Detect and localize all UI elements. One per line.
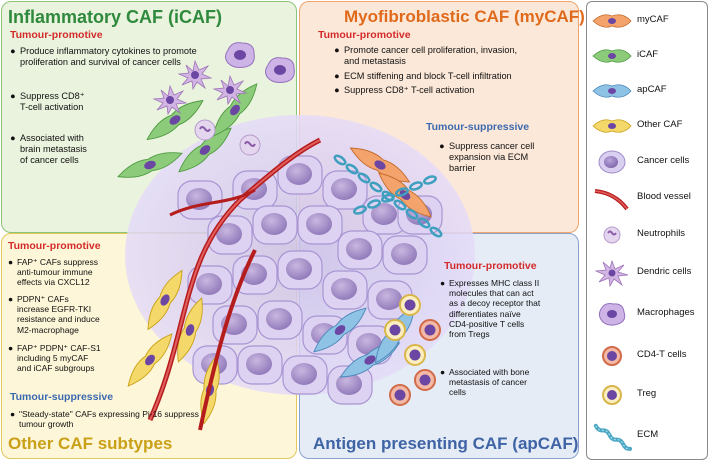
legend-item-apcaf: apCAF: [587, 76, 707, 106]
icaf-bullet-1: ●Produce inflammatory cytokines to promo…: [10, 46, 197, 67]
mycaf-bullet-2: ●ECM stiffening and block T-cell infiltr…: [334, 71, 512, 81]
dendritic-cell-icon: [594, 259, 629, 288]
bullet-dot: ●: [439, 141, 445, 151]
cd4-t-cell-icon: [602, 346, 622, 366]
ecm-fiber-icon: [593, 423, 633, 451]
bullet-dot: ●: [10, 91, 16, 101]
mycaf-title: Myofibroblastic CAF (myCAF): [344, 7, 585, 26]
bullet-dot: ●: [10, 409, 16, 419]
apcaf-promotive-heading: Tumour-promotive: [444, 260, 537, 272]
apcaf-bullet-2: ●Associated with bone metastasis of canc…: [440, 367, 530, 398]
blood-vessel-icon: [594, 189, 629, 211]
bullet-dot: ●: [8, 343, 14, 353]
other-caf-spindle-icon: [592, 119, 632, 133]
bullet-dot: ●: [440, 367, 446, 377]
legend-item-dendritic-cells: Dendric cells: [587, 258, 707, 288]
icaf-spindle-icon: [592, 49, 632, 63]
macrophage-icon: [598, 303, 626, 326]
mycaf-suppressive-heading: Tumour-suppressive: [426, 121, 530, 133]
neutrophil-icon: [603, 226, 621, 244]
other-promotive-heading: Tumour-promotive: [8, 240, 101, 252]
bullet-dot: ●: [440, 278, 446, 288]
apcaf-spindle-icon: [592, 84, 632, 98]
legend-item-blood-vessel: Blood vessel: [587, 183, 707, 213]
other-bullet-2: ●PDPN⁺ CAFs increase EGFR-TKI resistance…: [8, 294, 100, 335]
icaf-bullet-2: ●Suppress CD8⁺ T-cell activation: [10, 91, 85, 112]
legend-item-ecm: ECM: [587, 421, 707, 451]
legend: myCAF iCAF apCAF Other CAF Cancer cells: [586, 1, 708, 460]
mycaf-bullet-3: ●Suppress CD8⁺ T-cell activation: [334, 85, 475, 95]
bullet-dot: ●: [334, 45, 340, 55]
other-suppressive-bullet-1: ●"Steady-state" CAFs expressing Pi-16 su…: [10, 409, 199, 430]
bullet-dot: ●: [10, 133, 16, 143]
icaf-bullet-3: ●Associated with brain metastasis of can…: [10, 133, 87, 165]
cancer-cell-icon: [598, 150, 626, 174]
mycaf-promotive-heading: Tumour-promotive: [318, 29, 411, 41]
icaf-title: Inflammatory CAF (iCAF): [8, 7, 223, 27]
legend-item-macrophages: Macrophages: [587, 299, 707, 329]
icaf-promotive-heading: Tumour-promotive: [10, 29, 103, 41]
legend-item-icaf: iCAF: [587, 41, 707, 71]
mycaf-suppressive-bullet-1: ●Suppress cancer cell expansion via ECM …: [439, 141, 535, 173]
apcaf-bullet-1: ●Expresses MHC class II molecules that c…: [440, 278, 541, 340]
bullet-dot: ●: [8, 257, 14, 267]
legend-item-neutrophils: Neutrophils: [587, 220, 707, 250]
other-bullet-1: ●FAP⁺ CAFs suppress anti-tumour immune e…: [8, 257, 99, 288]
bullet-dot: ●: [10, 46, 16, 56]
apcaf-panel: [299, 233, 579, 459]
legend-item-other-caf: Other CAF: [587, 111, 707, 141]
legend-item-treg: Treg: [587, 380, 707, 410]
mycaf-bullet-1: ●Promote cancer cell proliferation, inva…: [334, 45, 518, 66]
bullet-dot: ●: [8, 294, 14, 304]
bullet-dot: ●: [334, 71, 340, 81]
legend-item-cd4-t-cells: CD4-T cells: [587, 341, 707, 371]
treg-icon: [602, 385, 622, 405]
other-bullet-3: ●FAP⁺ PDPN⁺ CAF-S1 including 5 myCAF and…: [8, 343, 101, 374]
other-suppressive-heading: Tumour-suppressive: [10, 391, 114, 403]
apcaf-title: Antigen presenting CAF (apCAF): [313, 434, 579, 453]
other-caf-title: Other CAF subtypes: [8, 434, 173, 453]
bullet-dot: ●: [334, 85, 340, 95]
legend-item-mycaf: myCAF: [587, 6, 707, 36]
legend-item-cancer-cells: Cancer cells: [587, 147, 707, 177]
mycaf-spindle-icon: [592, 14, 632, 28]
